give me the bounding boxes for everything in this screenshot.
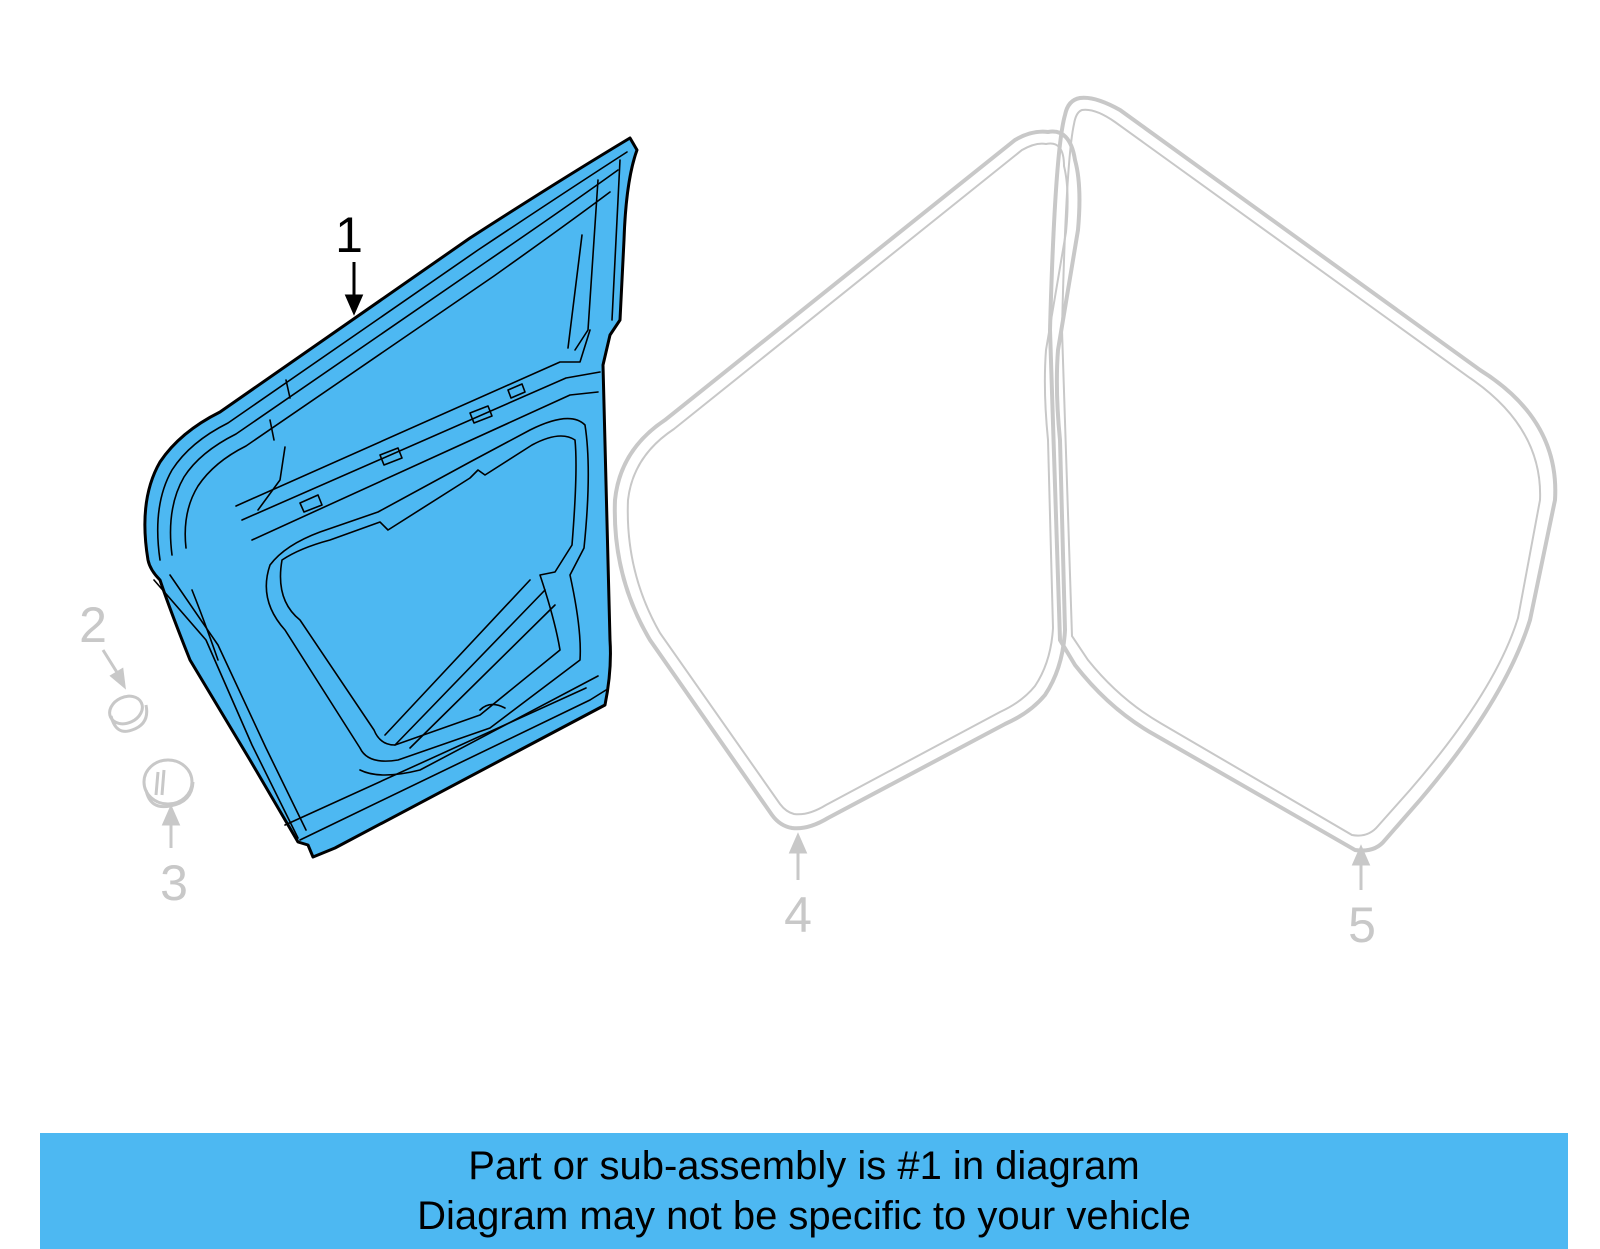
banner-line-1: Part or sub-assembly is #1 in diagram xyxy=(468,1144,1140,1188)
info-banner: Part or sub-assembly is #1 in diagram Di… xyxy=(40,1133,1568,1249)
part-5-weatherstrip-icon[interactable] xyxy=(1047,95,1558,853)
leader-5 xyxy=(1351,844,1371,890)
callout-5[interactable]: 5 xyxy=(1348,897,1376,953)
leader-1 xyxy=(344,262,364,316)
part-3-grommet-icon[interactable] xyxy=(142,758,195,809)
leader-3 xyxy=(161,804,181,848)
callout-4[interactable]: 4 xyxy=(784,887,812,943)
part-2-plug-icon[interactable] xyxy=(105,691,149,733)
callout-2[interactable]: 2 xyxy=(79,597,107,653)
callout-1[interactable]: 1 xyxy=(335,207,363,263)
part-1-door-shell-icon[interactable] xyxy=(143,136,639,859)
banner-line-2: Diagram may not be specific to your vehi… xyxy=(417,1194,1191,1238)
part-4-weatherstrip-icon[interactable] xyxy=(612,129,1082,831)
callout-3[interactable]: 3 xyxy=(160,855,188,911)
leader-2 xyxy=(101,649,126,690)
leader-4 xyxy=(788,832,808,880)
